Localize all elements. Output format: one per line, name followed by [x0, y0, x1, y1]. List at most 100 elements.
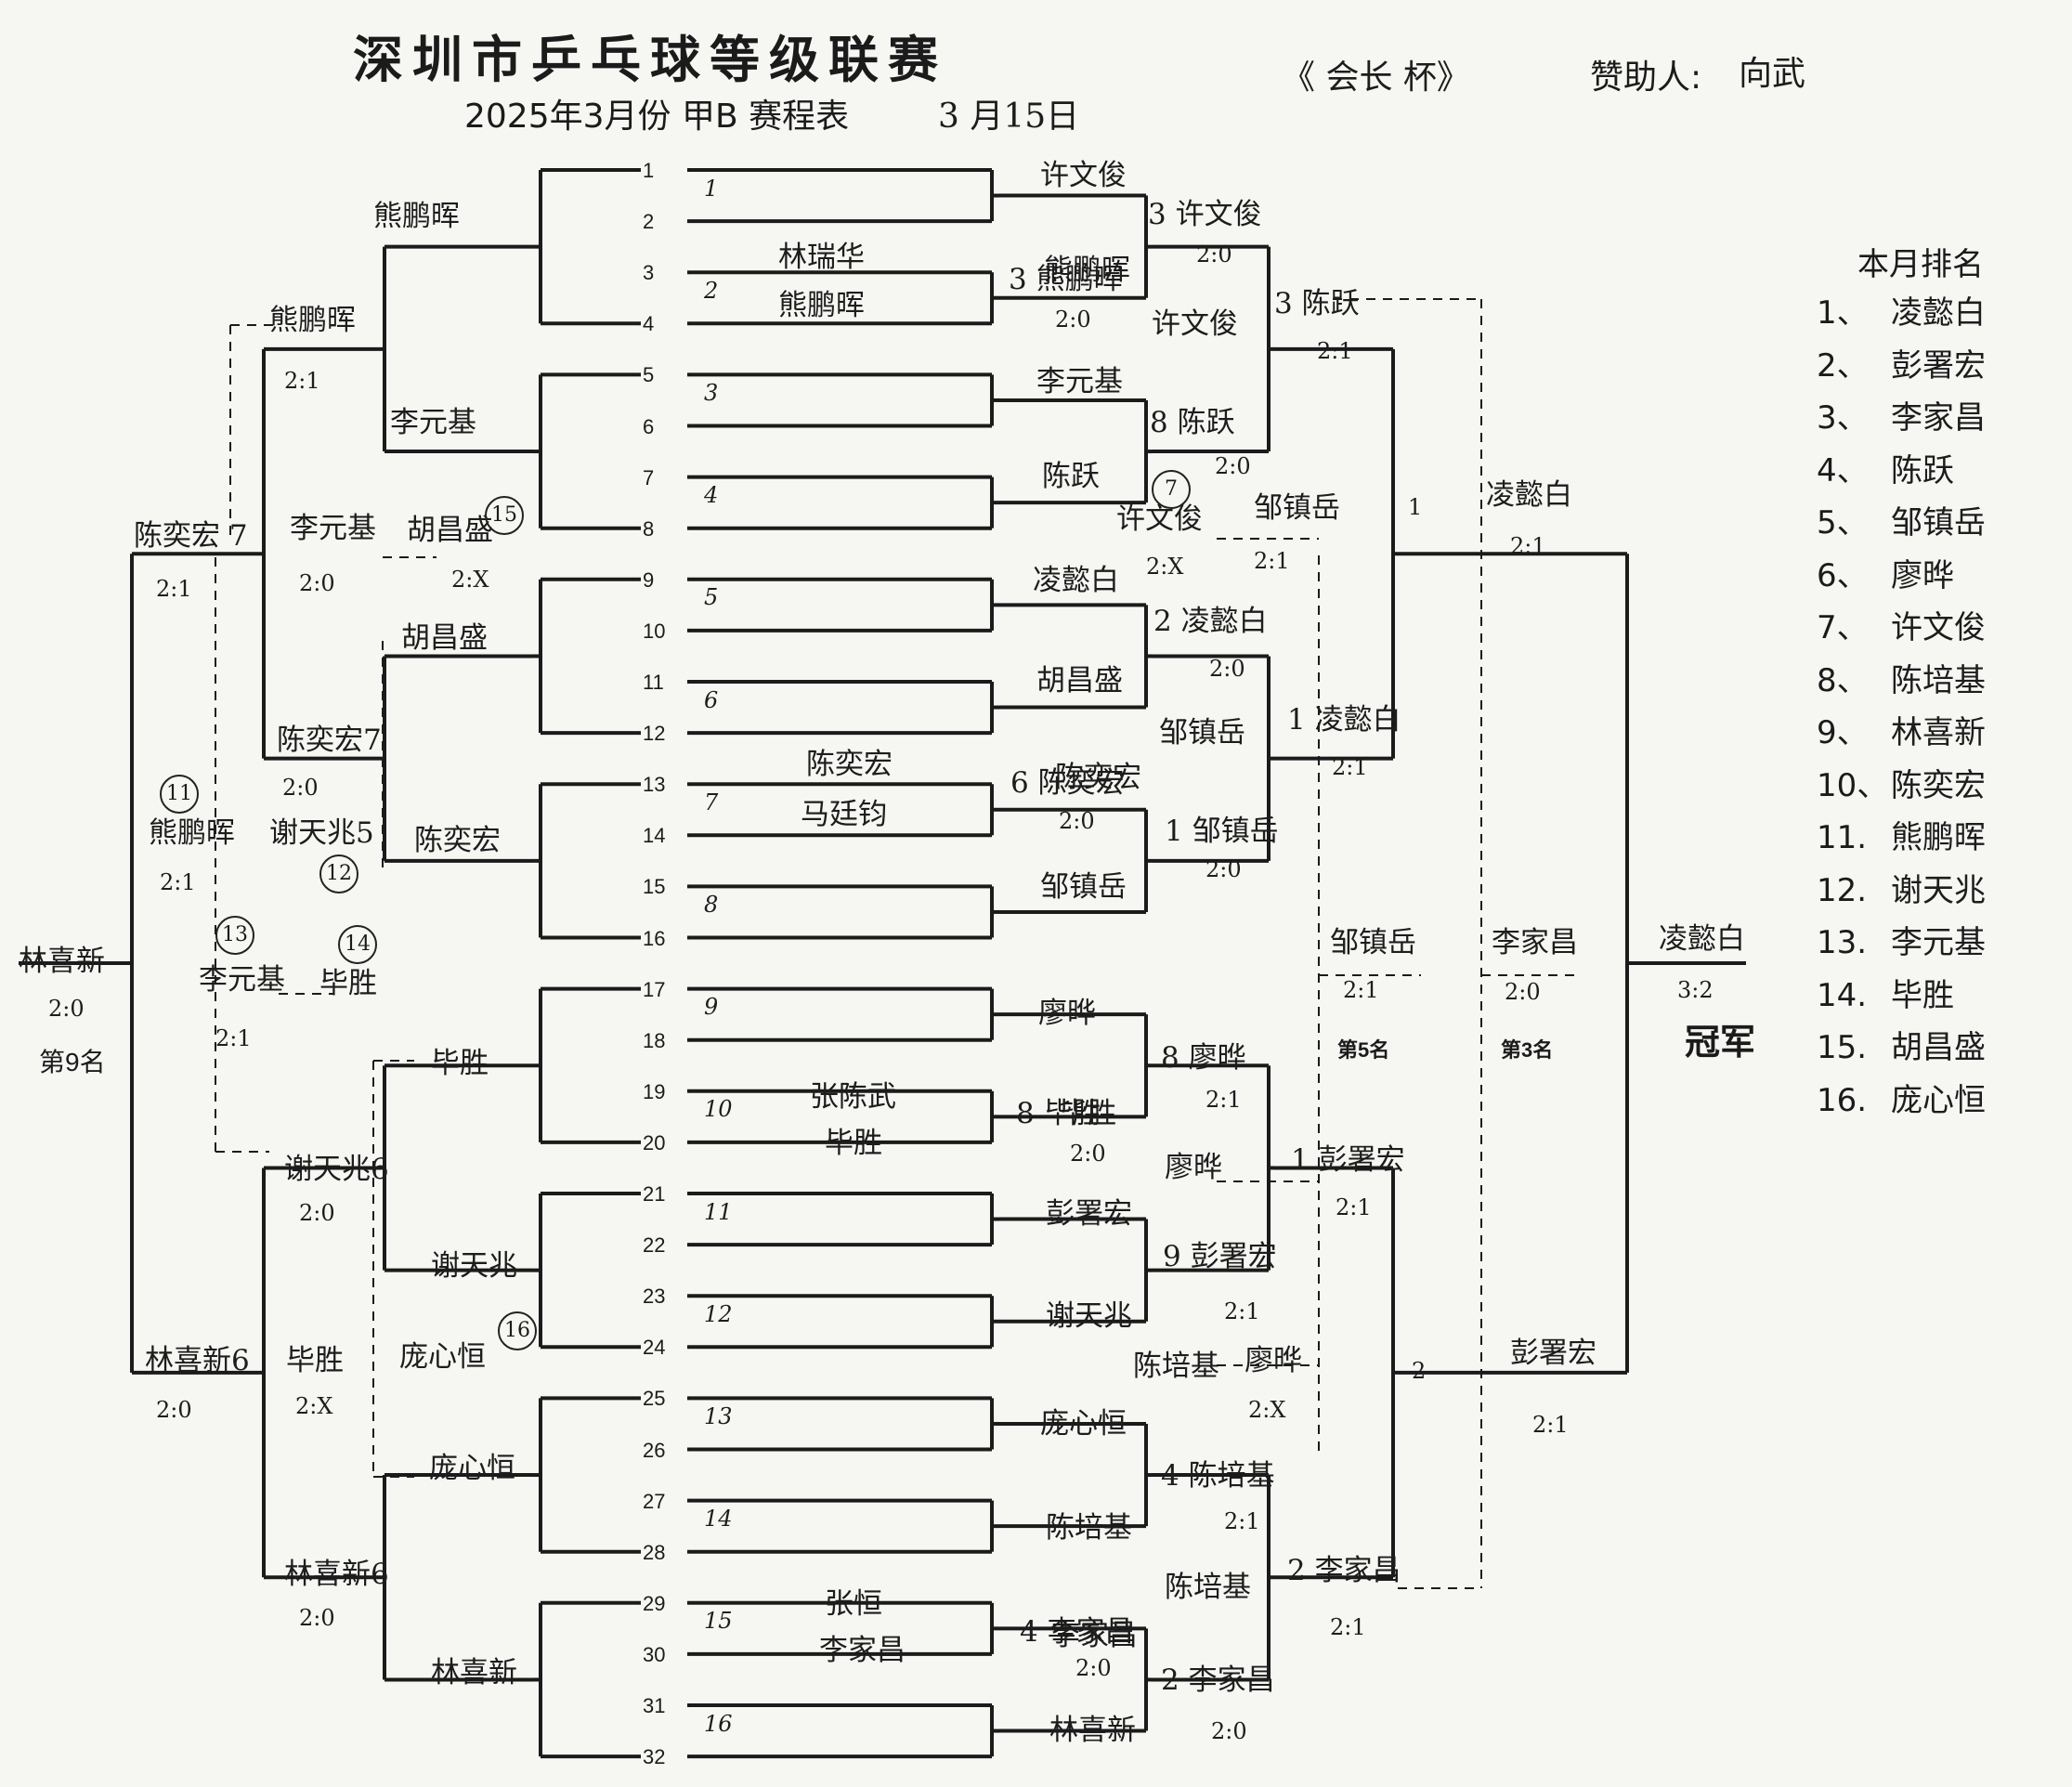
place3-name: 李家昌: [1492, 926, 1578, 959]
left-name: 李元基: [390, 406, 476, 439]
slot-number: 28: [643, 1540, 666, 1564]
r4-score: 2:1: [1317, 338, 1353, 364]
r3-loser: 邹镇岳: [1159, 716, 1245, 750]
left-r2-score: 2:0: [282, 775, 319, 801]
slot-number: 12: [643, 722, 666, 746]
slot-number: 1: [643, 159, 655, 182]
r4-score: 2:1: [1336, 1194, 1372, 1220]
final-score: 3:2: [1677, 977, 1714, 1003]
ninth-place-score: 2:0: [48, 996, 85, 1022]
place7-name: 许文俊: [1116, 502, 1203, 536]
circled-number: 15: [485, 496, 524, 535]
left-place-score: 2:1: [160, 869, 196, 895]
r1-name: 马廷钧: [801, 798, 887, 831]
ranking-number: 5、: [1817, 504, 1869, 541]
r1-name: 李家昌: [819, 1634, 906, 1667]
r3-score: 2:0: [1211, 1718, 1247, 1744]
seed-number: 1: [704, 175, 719, 202]
r2-name: 陈奕宏: [1055, 761, 1141, 794]
r2-name: 毕胜: [1059, 1097, 1116, 1130]
slot-number: 15: [643, 875, 666, 899]
left-r2-name: 熊鹏晖: [269, 304, 356, 337]
sponsor-label: 赞助人:: [1590, 59, 1702, 97]
slot-number: 24: [643, 1336, 666, 1360]
r3-name: 3 熊鹏晖: [1009, 263, 1123, 296]
match-date: 3 月15日: [938, 98, 1080, 136]
left-r2-name: 林喜新6: [284, 1558, 389, 1591]
slot-number: 30: [643, 1642, 666, 1666]
r3-name: 2 李家昌: [1161, 1663, 1275, 1697]
slot-number: 32: [643, 1745, 666, 1769]
cup-name: 《 会长 杯》: [1282, 59, 1470, 97]
r3-name: 3 许文俊: [1148, 198, 1262, 231]
slot-number: 2: [643, 210, 655, 234]
left-name: 毕胜: [431, 1047, 489, 1080]
ranking-name: 陈奕宏: [1891, 766, 1986, 804]
r2-name: 李家昌: [1051, 1619, 1138, 1652]
place7-winner-score: 2:X: [1248, 1397, 1286, 1423]
r2-name: 庞心恒: [1040, 1407, 1127, 1441]
circled-number: 7: [1152, 470, 1191, 509]
r3-score: 2:0: [1075, 1655, 1112, 1681]
seed-number: 16: [704, 1710, 733, 1737]
ranking-number: 9、: [1817, 714, 1869, 751]
circled-number: 11: [160, 775, 199, 814]
slot-number: 26: [643, 1438, 666, 1462]
seed-number: 9: [704, 994, 719, 1021]
r4-name: 1 彭署宏: [1291, 1143, 1405, 1177]
slot-number: 17: [643, 977, 666, 1001]
slot-number: 29: [643, 1591, 666, 1615]
r3-name: 4 陈培基: [1161, 1459, 1275, 1493]
place7-name: 陈培基: [1133, 1350, 1219, 1383]
circled-number: 12: [319, 854, 358, 894]
ranking-name: 陈跃: [1891, 451, 1954, 489]
r4-name: 1 凌懿白: [1287, 703, 1401, 737]
champion-label: 冠军: [1685, 1024, 1756, 1063]
r3-loser: 许文俊: [1152, 307, 1238, 341]
seed-number: 8: [704, 891, 719, 918]
slot-number: 9: [643, 567, 655, 592]
r5-score: 2:1: [1510, 533, 1546, 559]
r3-loser: 陈培基: [1165, 1571, 1251, 1604]
r4-score: 2:1: [1332, 754, 1368, 780]
left-r3-score: 2:1: [156, 576, 192, 602]
ranking-name: 胡昌盛: [1891, 1029, 1986, 1066]
ranking-name: 李元基: [1891, 924, 1986, 961]
ranking-name: 毕胜: [1891, 976, 1954, 1014]
place3-score: 2:0: [1505, 979, 1541, 1005]
place7-winner: 廖晔: [1245, 1344, 1302, 1377]
place5-label: 第5名: [1337, 1038, 1390, 1062]
left-place-name: 李元基: [199, 963, 285, 997]
page-subtitle: 2025年3月份 甲B 赛程表: [464, 98, 850, 136]
r5-seed: 2: [1412, 1358, 1427, 1384]
r3-score: 2:0: [1055, 307, 1091, 333]
slot-number: 8: [643, 516, 655, 541]
r3-score: 2:1: [1224, 1508, 1260, 1534]
r2-name: 许文俊: [1040, 159, 1127, 192]
ranking-number: 12.: [1817, 871, 1868, 909]
place3-label: 第3名: [1501, 1038, 1554, 1062]
r4-score: 2:1: [1330, 1614, 1366, 1640]
ranking-number: 4、: [1817, 451, 1869, 489]
r3-score: 2:1: [1224, 1298, 1260, 1324]
ranking-name: 林喜新: [1891, 714, 1986, 751]
left-name: 熊鹏晖: [373, 200, 460, 233]
r2-name: 邹镇岳: [1040, 870, 1127, 904]
sponsor-name: 向武: [1739, 55, 1806, 93]
seed-number: 3: [704, 379, 719, 406]
place7-winner-score: 2:1: [1254, 548, 1290, 574]
left-r3-name: 林喜新6: [145, 1344, 250, 1377]
ranking-number: 10、: [1817, 766, 1889, 804]
left-r3-name: 陈奕宏 7: [134, 519, 248, 553]
left-cross-score: 2:X: [451, 567, 489, 593]
ranking-name: 陈培基: [1891, 661, 1986, 699]
r3-name: 8 陈跃: [1150, 406, 1235, 439]
r5-name: 彭署宏: [1510, 1337, 1596, 1370]
left-name: 谢天兆: [431, 1249, 517, 1283]
page-title: 深圳市乒乓球等级联赛: [353, 31, 947, 89]
place5-score: 2:1: [1343, 977, 1379, 1003]
ranking-title: 本月排名: [1857, 247, 1984, 282]
slot-number: 23: [643, 1285, 666, 1309]
r2-name: 廖晔: [1038, 997, 1096, 1030]
